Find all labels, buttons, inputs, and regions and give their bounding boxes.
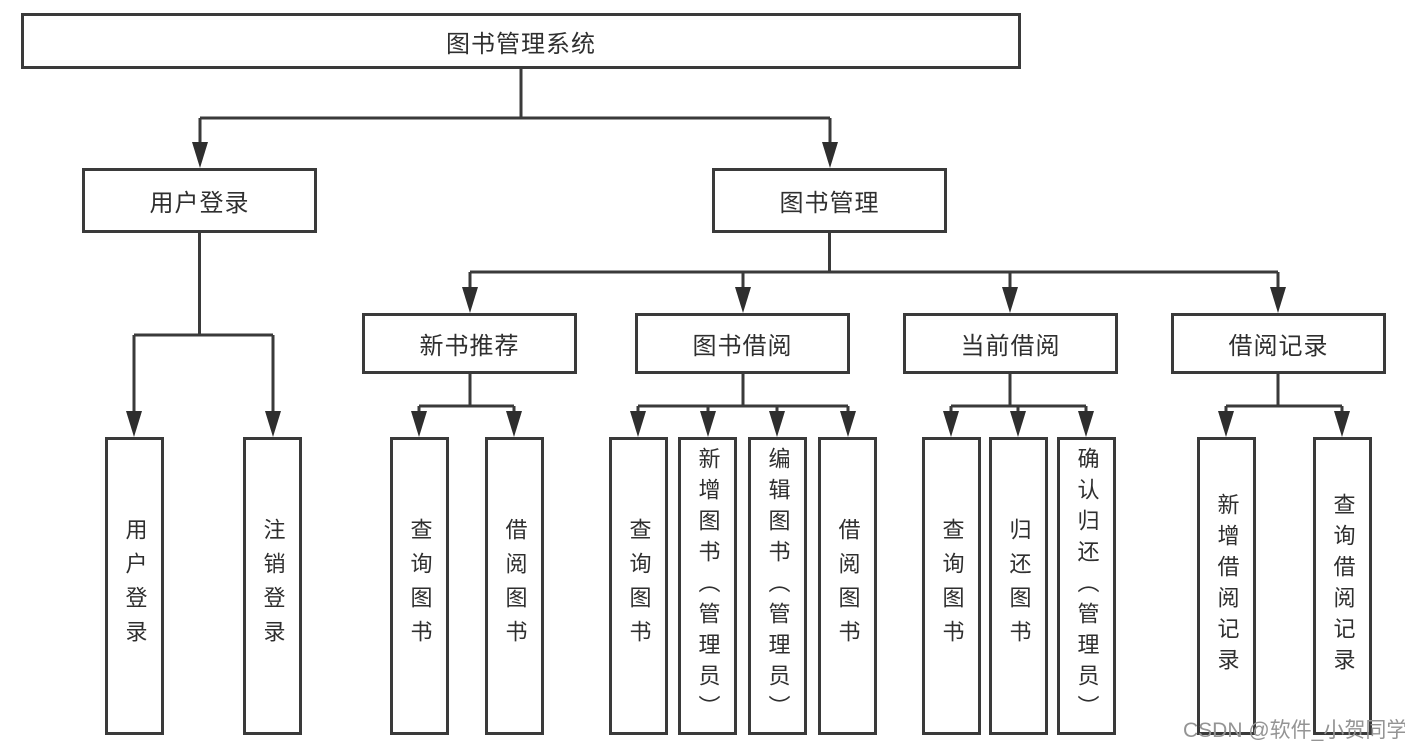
leaf-query-books-borrow: 查询图书	[609, 437, 668, 735]
leaf-query-books-recommend: 查询图书	[390, 437, 449, 735]
leaf-borrow-books-recommend: 借阅图书	[485, 437, 544, 735]
leaf-query-borrow-record: 查询借阅记录	[1313, 437, 1372, 735]
node-book-borrow: 图书借阅	[635, 313, 850, 374]
leaf-return-book: 归还图书	[989, 437, 1048, 735]
leaf-borrow-books: 借阅图书	[818, 437, 877, 735]
leaf-query-books-current: 查询图书	[922, 437, 981, 735]
node-current-borrow: 当前借阅	[903, 313, 1118, 374]
node-borrow-records: 借阅记录	[1171, 313, 1386, 374]
node-book-management: 图书管理	[712, 168, 947, 233]
leaf-edit-book-admin: 编辑图书（管理员）	[748, 437, 807, 735]
node-user-login: 用户登录	[82, 168, 317, 233]
watermark-text: CSDN @软件_小贺同学	[1183, 719, 1405, 742]
leaf-add-book-admin: 新增图书（管理员）	[678, 437, 737, 735]
leaf-logout-login: 注销登录	[243, 437, 302, 735]
node-root-system: 图书管理系统	[21, 13, 1021, 69]
leaf-add-borrow-record: 新增借阅记录	[1197, 437, 1256, 735]
leaf-confirm-return-admin: 确认归还（管理员）	[1057, 437, 1116, 735]
node-new-book-recommend: 新书推荐	[362, 313, 577, 374]
leaf-user-login: 用户登录	[105, 437, 164, 735]
